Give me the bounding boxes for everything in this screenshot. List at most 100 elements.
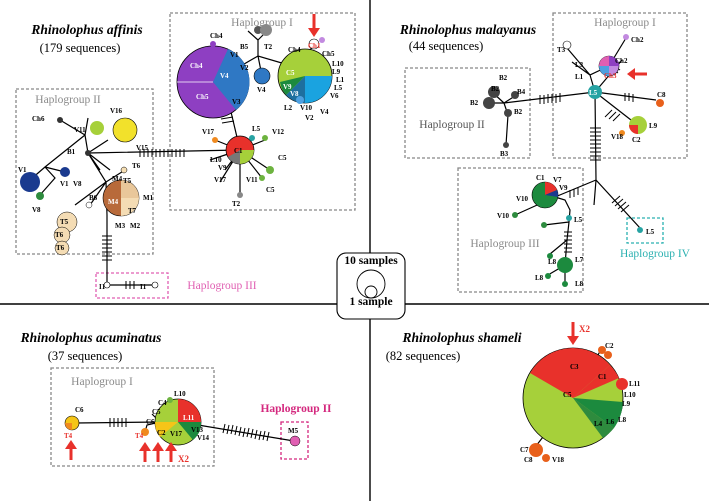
node-label: B2 bbox=[491, 85, 500, 93]
affinis-node-c1-cluster bbox=[225, 135, 255, 165]
node-label: C8 bbox=[657, 91, 666, 99]
malayanus-node-b4 bbox=[511, 91, 519, 99]
legend: 10 samples 1 sample bbox=[336, 252, 406, 320]
node-label: T2 bbox=[232, 200, 241, 208]
node-label: C1 bbox=[598, 373, 607, 381]
malayanus-node-b3 bbox=[503, 142, 509, 148]
node-label: L11 bbox=[183, 414, 195, 422]
malayanus-node-b2-b bbox=[483, 97, 495, 109]
node-label: V17 bbox=[202, 128, 215, 136]
affinis-node-i1-b bbox=[151, 281, 159, 289]
malayanus-haplogroup-2-label: Haplogroup II bbox=[419, 119, 485, 131]
affinis-node-b1 bbox=[85, 150, 91, 156]
malayanus-node-l8-a bbox=[545, 273, 551, 279]
acuminatus-node-l10 bbox=[167, 397, 173, 403]
node-label: T2 bbox=[264, 43, 273, 51]
node-label: L3 bbox=[575, 61, 584, 69]
node-label: I1 bbox=[99, 283, 106, 291]
node-label: Ch2 bbox=[615, 57, 628, 65]
malayanus-node-c1-v-cluster bbox=[531, 181, 559, 209]
node-label: C6 bbox=[146, 418, 155, 426]
node-label: M4 bbox=[108, 198, 119, 206]
node-label: L5 bbox=[589, 89, 598, 97]
node-label: Ch3 bbox=[604, 72, 617, 80]
acuminatus-node-m5 bbox=[289, 435, 301, 447]
node-label: Ch4 bbox=[210, 32, 223, 40]
malayanus-node-labels: T3 Ch2 L3 Ch2 L1 Ch3 L5 B2 B2 B4 B2 B2 B… bbox=[470, 36, 666, 288]
node-label: B6 bbox=[89, 194, 98, 202]
affinis-node-v12 bbox=[262, 135, 268, 141]
affinis-node-l2 bbox=[296, 96, 304, 104]
node-label: L8 bbox=[575, 280, 584, 288]
legend-small-circle bbox=[364, 285, 378, 299]
node-label: M3 bbox=[115, 222, 126, 230]
node-label: T6 bbox=[56, 244, 65, 252]
node-label: C5 bbox=[152, 408, 161, 416]
acuminatus-node-main-cluster bbox=[154, 398, 202, 446]
node-label: B2 bbox=[499, 74, 508, 82]
node-label: V12 bbox=[272, 128, 285, 136]
node-label: B4 bbox=[517, 88, 526, 96]
shameli-node-labels: C2 C3 C1 L11 L10 C5 L9 L4 L6 L8 C7 C8 V1… bbox=[520, 342, 641, 464]
malayanus-node-l8-c bbox=[547, 253, 553, 259]
shameli-node-c7-c8 bbox=[529, 443, 543, 457]
node-label: C4 bbox=[158, 399, 167, 407]
affinis-node-b5 bbox=[254, 26, 262, 34]
node-label: L1 bbox=[575, 73, 584, 81]
node-label: L5 bbox=[574, 216, 583, 224]
malayanus-node-l5 bbox=[588, 85, 602, 99]
node-label: L1 bbox=[336, 76, 345, 84]
shameli-node-c2b bbox=[604, 351, 612, 359]
affinis-red-arrow-icon bbox=[308, 14, 320, 37]
node-label: L7 bbox=[575, 256, 584, 264]
shameli-red-arrow-icon bbox=[567, 322, 579, 345]
affinis-node-v16-v15 bbox=[112, 117, 138, 143]
acuminatus-title: Rhinolophus acuminatus bbox=[20, 330, 162, 345]
node-label: I1 bbox=[140, 283, 147, 291]
node-label: T6 bbox=[132, 162, 141, 170]
node-label: L9 bbox=[622, 400, 631, 408]
node-label: T3 bbox=[557, 46, 566, 54]
node-label: C2 bbox=[157, 429, 166, 437]
acuminatus-haplogroup-1-box bbox=[50, 367, 215, 467]
node-label: M5 bbox=[288, 427, 299, 435]
affinis-node-t2 bbox=[260, 24, 272, 36]
node-label: V2 bbox=[240, 64, 249, 72]
affinis-node-t-cluster bbox=[53, 211, 78, 256]
panel-acuminatus: Rhinolophus acuminatus (37 sequences) Ha… bbox=[20, 330, 332, 467]
affinis-haplogroup-1-label: Haplogroup I bbox=[231, 17, 293, 29]
affinis-node-i1-a bbox=[103, 281, 111, 289]
legend-large-label: 10 samples bbox=[344, 255, 398, 267]
malayanus-node-l7 bbox=[557, 257, 573, 273]
malayanus-haplogroup-1-box bbox=[552, 12, 688, 159]
affinis-node-ch5-small bbox=[319, 37, 325, 43]
node-label: V4 bbox=[220, 72, 229, 80]
node-label: C7 bbox=[520, 446, 529, 454]
node-label: T5 bbox=[60, 218, 69, 226]
node-label: L2 bbox=[284, 104, 293, 112]
affinis-node-v1-large bbox=[20, 172, 40, 192]
malayanus-node-b2-a bbox=[488, 86, 500, 98]
malayanus-title: Rhinolophus malayanus bbox=[399, 22, 536, 37]
malayanus-node-v10 bbox=[512, 212, 518, 218]
affinis-node-b6 bbox=[85, 201, 93, 209]
node-label: Ch4 bbox=[288, 46, 301, 54]
node-label: L5 bbox=[334, 84, 343, 92]
node-label: V18 bbox=[552, 456, 565, 464]
shameli-title: Rhinolophus shameli bbox=[402, 330, 522, 345]
panel-shameli: Rhinolophus shameli (82 sequences) X2 bbox=[386, 322, 641, 464]
node-label: L9 bbox=[649, 122, 658, 130]
malayanus-node-c8 bbox=[656, 99, 664, 107]
node-label: V11 bbox=[74, 126, 86, 134]
acuminatus-haplogroup-1-label: Haplogroup I bbox=[71, 376, 133, 388]
node-label: M4 bbox=[112, 175, 123, 183]
node-label: V9 bbox=[218, 164, 227, 172]
malayanus-haplogroup-4-box bbox=[626, 217, 664, 244]
node-label: Ch5 bbox=[196, 93, 209, 101]
shameli-x2-label: X2 bbox=[579, 324, 590, 334]
node-label: C5 bbox=[266, 186, 275, 194]
affinis-edges bbox=[29, 30, 315, 289]
shameli-node-c2 bbox=[598, 346, 606, 354]
affinis-node-m-cluster bbox=[102, 179, 140, 217]
